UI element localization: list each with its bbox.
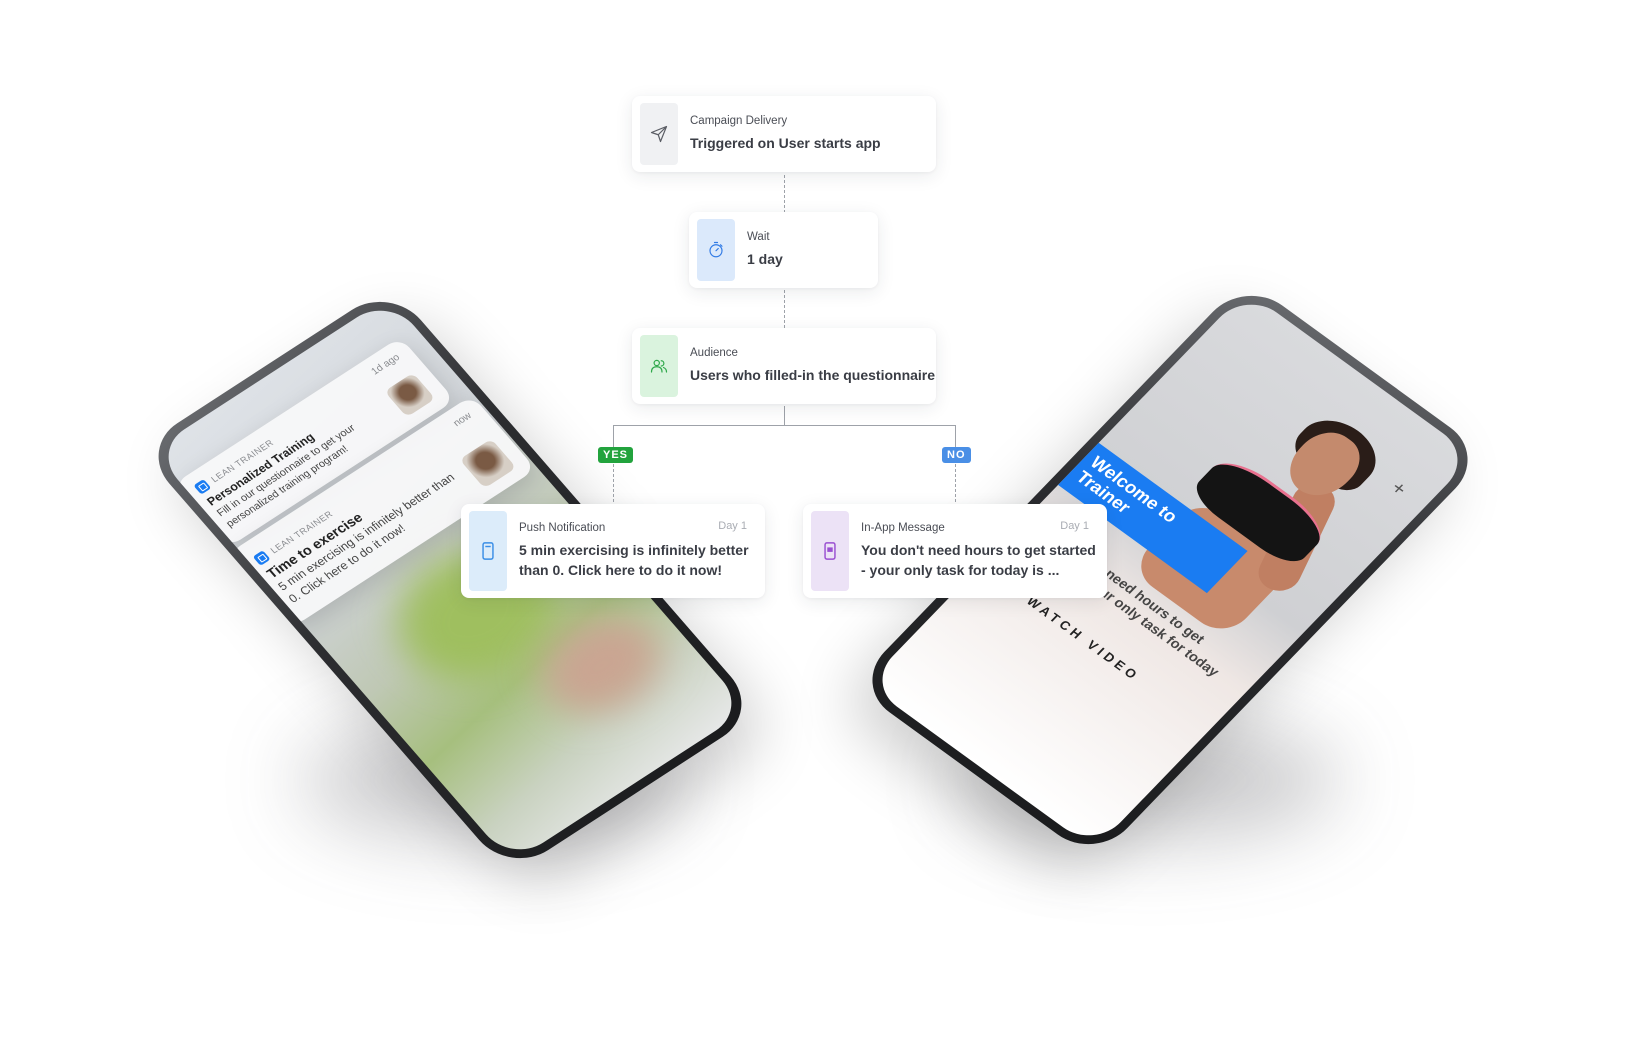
card-day: Day 1: [718, 520, 747, 532]
card-value: You don't need hours to get started - yo…: [861, 541, 1096, 578]
in-app-message-card[interactable]: In-App Message You don't need hours to g…: [803, 504, 1107, 598]
yes-branch-tag: YES: [598, 447, 634, 463]
card-label: Campaign Delivery: [690, 114, 788, 127]
phone-icon: [469, 511, 507, 591]
paper-plane-icon: [640, 103, 678, 165]
card-label: Wait: [747, 230, 770, 243]
audience-card[interactable]: Audience Users who filled-in the questio…: [632, 328, 936, 404]
push-notification-card[interactable]: Push Notification 5 min exercising is in…: [461, 504, 765, 598]
connector-yes-top: [613, 425, 614, 447]
connector-audience-split: [784, 406, 785, 426]
connector-branch-horizontal: [613, 425, 956, 426]
stopwatch-icon: [697, 219, 735, 281]
wait-card[interactable]: Wait 1 day: [689, 212, 878, 288]
card-value: Triggered on User starts app: [690, 134, 881, 151]
card-value: Users who filled-in the questionnaire: [690, 366, 936, 383]
card-value: 5 min exercising is infinitely better th…: [519, 541, 749, 578]
connector-delivery-wait: [784, 175, 785, 213]
card-label: Push Notification: [519, 521, 606, 534]
card-label: Audience: [690, 346, 738, 359]
card-value: 1 day: [747, 250, 783, 267]
app-icon: [193, 478, 212, 495]
connector-no-bottom: [955, 464, 956, 502]
card-day: Day 1: [1060, 520, 1089, 532]
card-label: In-App Message: [861, 521, 945, 534]
connector-wait-audience: [784, 290, 785, 328]
connector-yes-bottom: [613, 464, 614, 502]
in-app-message-icon: [811, 511, 849, 591]
users-icon: [640, 335, 678, 397]
no-branch-tag: NO: [942, 447, 971, 463]
app-icon: [252, 550, 271, 566]
campaign-delivery-card[interactable]: Campaign Delivery Triggered on User star…: [632, 96, 936, 172]
connector-no-top: [955, 425, 956, 447]
